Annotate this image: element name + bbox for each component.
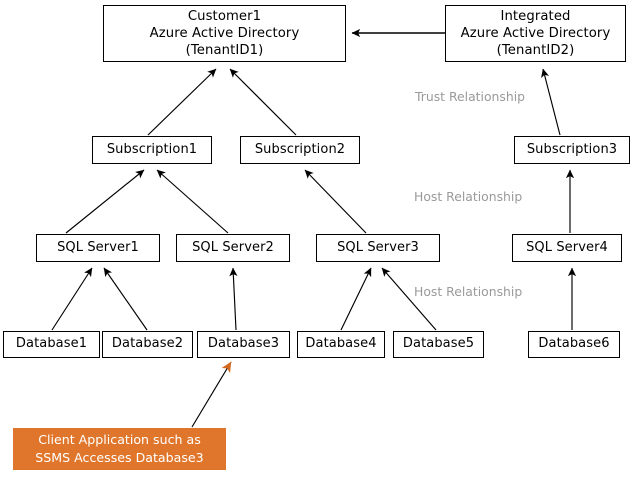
node-label: Database2 (111, 336, 184, 352)
edge-subscription2-to-customer-aad (229, 68, 297, 136)
edge-label-trust-relationship: Trust Relationship (415, 89, 526, 104)
edge-label-host-relationship-upper: Host Relationship (414, 189, 523, 204)
node-label: Database3 (207, 336, 280, 352)
node-subscription2[interactable]: Subscription2 (240, 136, 360, 164)
node-database1[interactable]: Database1 (3, 331, 100, 358)
edge-sqlserver2-to-subscription1 (156, 169, 229, 234)
node-label: Database4 (305, 336, 377, 352)
node-label: SQL Server3 (337, 239, 419, 255)
node-label: SQL Server4 (526, 239, 608, 255)
node-label: Subscription2 (254, 141, 346, 157)
callout-label: Client Application such as SSMS Accesses… (35, 432, 204, 465)
node-label: Database6 (538, 336, 610, 352)
node-sqlserver3[interactable]: SQL Server3 (316, 234, 440, 262)
node-database3[interactable]: Database3 (197, 331, 290, 358)
edge-label-host-relationship-lower: Host Relationship (414, 284, 523, 299)
edge-database5-to-sqlserver3 (381, 267, 437, 331)
callout-client-application[interactable]: Client Application such as SSMS Accesses… (13, 428, 226, 470)
edge-sqlserver1-to-subscription1 (65, 169, 145, 234)
edge-subscription3-to-integrated-aad (541, 68, 561, 136)
node-label: SQL Server1 (57, 239, 139, 255)
node-sqlserver2[interactable]: SQL Server2 (176, 234, 290, 262)
node-subscription1[interactable]: Subscription1 (92, 136, 212, 164)
edge-subscription1-to-customer-aad (147, 68, 217, 136)
node-label: Subscription3 (526, 141, 618, 157)
node-label: Database5 (402, 336, 475, 352)
edge-database2-to-sqlserver1 (103, 267, 148, 331)
node-database2[interactable]: Database2 (102, 331, 193, 358)
node-sqlserver4[interactable]: SQL Server4 (512, 234, 622, 262)
edge-database1-to-sqlserver1 (51, 267, 93, 331)
edge-callout-to-database3 (191, 361, 232, 428)
node-database4[interactable]: Database4 (297, 331, 385, 358)
node-integrated-azure-active-directory[interactable]: Integrated Azure Active Directory (Tenan… (445, 5, 626, 62)
node-subscription3[interactable]: Subscription3 (514, 136, 630, 164)
edge-database4-to-sqlserver3 (340, 267, 372, 331)
node-database5[interactable]: Database5 (393, 331, 484, 358)
node-label: Integrated Azure Active Directory (Tenan… (460, 8, 611, 59)
node-label: SQL Server2 (192, 239, 274, 255)
node-label: Subscription1 (106, 141, 198, 157)
edge-database3-to-sqlserver2 (229, 267, 238, 331)
node-customer-azure-active-directory[interactable]: Customer1 Azure Active Directory (Tenant… (103, 5, 346, 62)
node-label: Customer1 Azure Active Directory (Tenant… (149, 8, 300, 59)
node-label: Database1 (15, 336, 88, 352)
edge-sqlserver3-to-subscription2 (304, 169, 367, 234)
node-database6[interactable]: Database6 (528, 331, 620, 358)
node-sqlserver1[interactable]: SQL Server1 (36, 234, 160, 262)
